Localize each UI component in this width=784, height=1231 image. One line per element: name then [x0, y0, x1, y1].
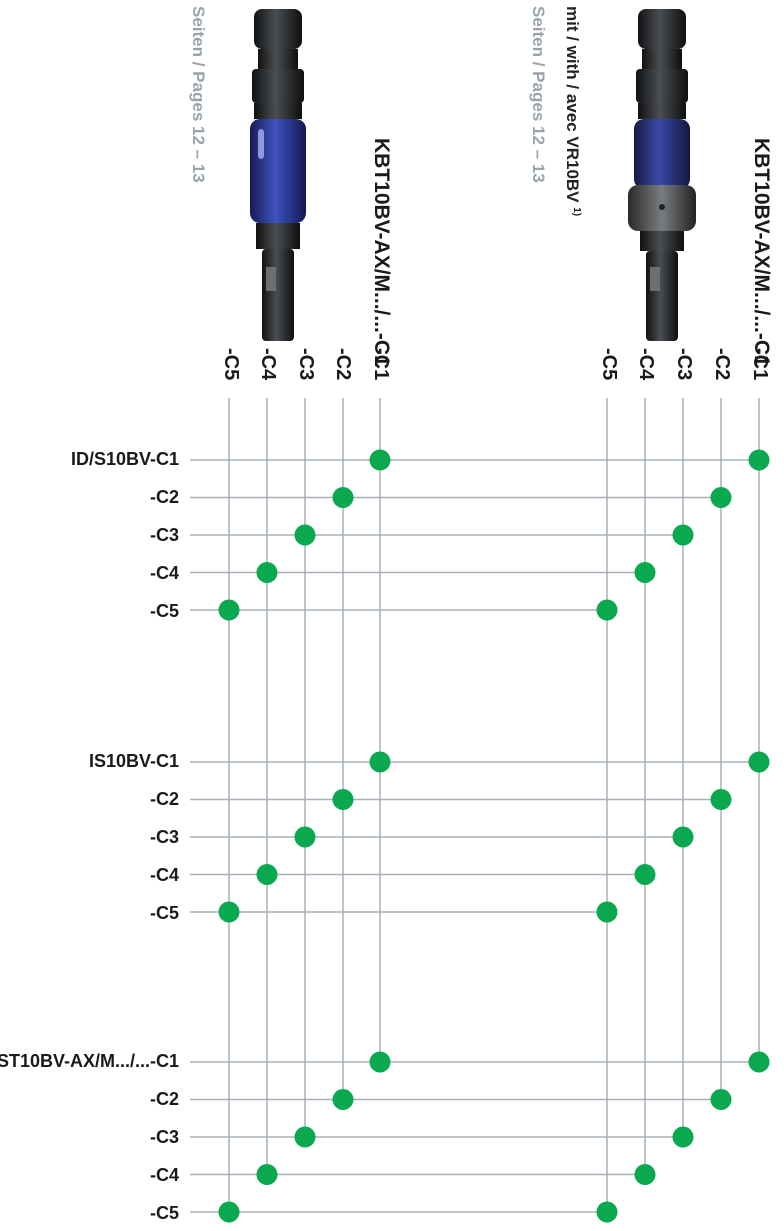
connection-dot: [256, 1164, 278, 1185]
connection-dot: [710, 789, 732, 810]
row-label: -C5: [149, 903, 179, 923]
row-label: -C4: [149, 1165, 179, 1185]
row-label: -C5: [149, 1203, 179, 1223]
connection-dot: [294, 1126, 316, 1148]
connection-dot: [596, 1201, 618, 1223]
right-col-label-c2: -C2: [711, 348, 733, 381]
connection-dot: [294, 826, 316, 848]
connection-dot: [748, 751, 770, 773]
connection-dot: [672, 826, 694, 848]
connection-dot: [672, 524, 694, 546]
row-label: -C2: [149, 1089, 179, 1109]
connection-dot: [596, 599, 618, 621]
left-col-label-c5: -C5: [220, 348, 242, 381]
left-col-label-c4: -C4: [257, 348, 279, 381]
connection-dot: [332, 1089, 354, 1110]
connection-dot: [634, 562, 656, 583]
connection-dot: [748, 1051, 770, 1073]
right-column-title: KBT10BV-AX/M.../...-C1: [750, 138, 773, 367]
connector-product-image: [250, 9, 306, 341]
left-column-title: KBT10BV-AX/M.../...-C1: [370, 138, 393, 367]
right-col-label-c5: -C5: [598, 348, 620, 381]
connection-dot: [369, 1051, 391, 1073]
right-subtitle-text: mit / with / avec VR10BV: [563, 6, 582, 203]
right-col-label-c4: -C4: [635, 348, 657, 381]
left-col-label-c3: -C3: [295, 348, 317, 381]
row-label: -C3: [149, 827, 179, 847]
row-label: -C2: [149, 487, 179, 507]
row-label: -C4: [149, 563, 179, 583]
connection-dot: [218, 599, 240, 621]
row-label: -C3: [149, 525, 179, 545]
connection-dot: [369, 751, 391, 773]
connection-dot: [332, 487, 354, 508]
left-col-label-c1: -C1: [370, 348, 392, 381]
connection-dot: [218, 1201, 240, 1223]
connection-dot: [332, 789, 354, 810]
connector-with-locking-ring-image: [628, 9, 696, 341]
row-label-id-s10bv-c1: ID/S10BV-C1: [70, 449, 179, 469]
row-label: -C2: [149, 789, 179, 809]
connection-dot: [256, 864, 278, 885]
right-col-label-c3: -C3: [673, 348, 695, 381]
connection-dot: [256, 562, 278, 583]
footnote-marker: 1): [571, 207, 582, 217]
connection-dot: [710, 1089, 732, 1110]
row-label-is10bv-c1: IS10BV-C1: [88, 751, 179, 771]
left-pages-reference: Seiten / Pages 12 – 13: [189, 6, 208, 183]
row-label: -C3: [149, 1127, 179, 1147]
connection-dot: [634, 864, 656, 885]
connection-dot: [596, 901, 618, 923]
right-col-label-c1: -C1: [749, 348, 771, 381]
connection-dot: [369, 449, 391, 471]
connection-dot: [710, 487, 732, 508]
connection-dot: [634, 1164, 656, 1185]
row-label: -C5: [149, 601, 179, 621]
connection-dot: [748, 449, 770, 471]
row-label-kst10bv-c1: KST10BV-AX/M.../...-C1: [0, 1051, 179, 1071]
connection-dot: [294, 524, 316, 546]
connection-dot: [218, 901, 240, 923]
right-column-subtitle: mit / with / avec VR10BV 1): [562, 6, 582, 216]
connection-dot: [672, 1126, 694, 1148]
left-col-label-c2: -C2: [332, 348, 354, 381]
row-label: -C4: [149, 865, 179, 885]
right-pages-reference: Seiten / Pages 12 – 13: [529, 6, 548, 183]
